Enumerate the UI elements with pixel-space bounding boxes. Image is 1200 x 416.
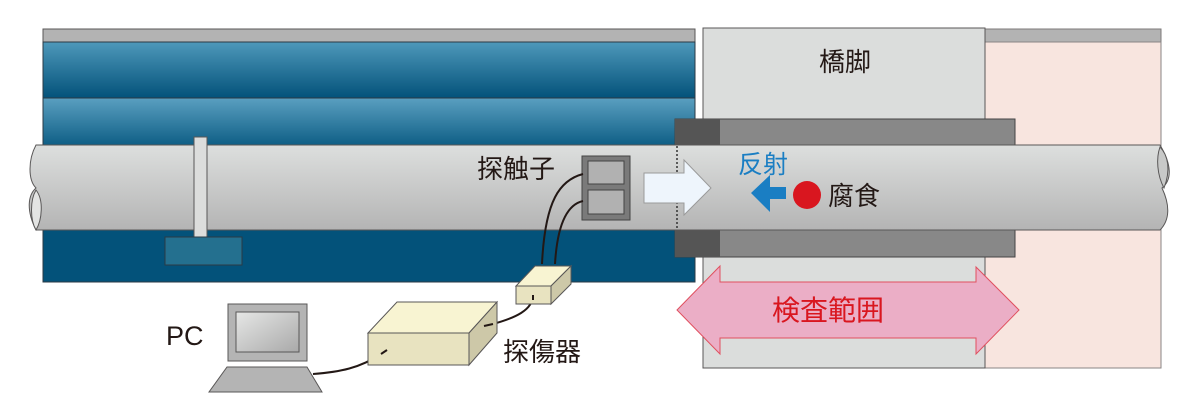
- sleeve-bottom-edge: [675, 230, 720, 257]
- sleeve-top: [674, 118, 1016, 146]
- sleeve-top-edge: [675, 119, 720, 145]
- reflection-group: 反射 腐食: [738, 150, 880, 212]
- wave-right-arrow-icon: [643, 158, 712, 217]
- probe: 探触子: [477, 155, 631, 221]
- preamp-box: [514, 264, 573, 306]
- flaw-detector-label: 探傷器: [503, 338, 581, 368]
- pc-keyboard: [208, 366, 323, 393]
- inspection-range-label: 検査範囲: [772, 294, 884, 327]
- inspection-range: 検査範囲: [676, 264, 1020, 356]
- pc-screen: [235, 311, 300, 353]
- corrosion-dot-icon: [793, 181, 821, 209]
- probe-element-1: [587, 160, 625, 185]
- pc: PC: [166, 303, 323, 393]
- pipe-support: [164, 136, 243, 266]
- pipe-right-cut: [1157, 146, 1169, 190]
- range-double-arrow-icon: [676, 264, 1020, 356]
- support-strap: [193, 136, 208, 238]
- detector-front: [367, 332, 470, 366]
- corrosion-label: 腐食: [828, 182, 880, 212]
- cable-probe-2: [554, 200, 584, 265]
- reflection-label: 反射: [738, 150, 788, 179]
- probe-element-2: [587, 189, 625, 215]
- pc-label: PC: [166, 321, 204, 351]
- cable-probe-1: [541, 173, 584, 265]
- sleeve-bottom: [674, 229, 1016, 258]
- support-base: [164, 236, 243, 266]
- girder-band-middle: [42, 97, 696, 146]
- girder-top-band: [42, 28, 696, 43]
- pipe-left-cut: [31, 189, 42, 231]
- pipe-sleeve: [674, 118, 1016, 258]
- girder-band-upper: [42, 41, 696, 99]
- pier-label: 橋脚: [819, 48, 871, 78]
- flaw-detector: [366, 300, 499, 367]
- probe-label: 探触子: [477, 155, 555, 185]
- reflection-left-arrow-icon: [751, 175, 786, 212]
- far-top-band: [984, 28, 1162, 43]
